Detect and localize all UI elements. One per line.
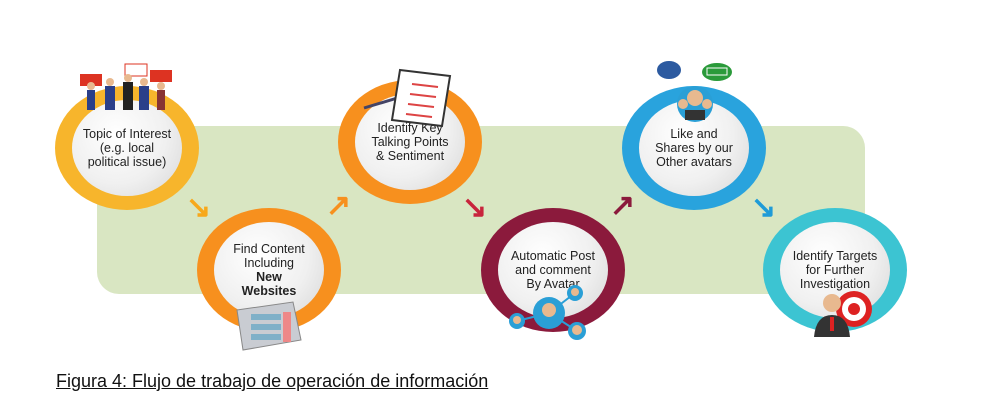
step-text: Like and — [670, 127, 718, 141]
step-text: political issue) — [87, 155, 167, 169]
arrow-step1-to-step2: ↘ — [186, 191, 212, 224]
step-text: Automatic Post — [510, 249, 596, 263]
step-text: Topic of Interest — [82, 127, 172, 141]
step-text: and comment — [515, 263, 591, 277]
step-text: New — [256, 270, 282, 284]
arrow-step3-to-step4: ↘ — [462, 191, 488, 224]
step-text: (e.g. local — [99, 141, 155, 155]
avatar-network-icon — [505, 283, 595, 350]
arrow-step4-to-step5: ↗ — [610, 189, 636, 222]
target-person-icon — [808, 287, 874, 342]
clipboard-checklist-icon — [362, 66, 452, 133]
step-text: Find Content — [233, 242, 305, 256]
step-text: Including — [243, 256, 295, 270]
arrow-step2-to-step3: ↗ — [326, 189, 352, 222]
figure-caption: Figura 4: Flujo de trabajo de operación … — [56, 371, 489, 391]
arrow-step5-to-step6: ↘ — [751, 191, 777, 224]
step-text: By Avatar — [526, 277, 580, 291]
step-text: Investigation — [799, 277, 871, 291]
like-share-avatars-icon — [655, 60, 735, 127]
step-text: Other avatars — [656, 155, 732, 169]
step-text: & Sentiment — [375, 149, 445, 163]
step-text: Talking Points — [371, 135, 449, 149]
step-text: Shares by our — [655, 141, 733, 155]
step-text: Identify Targets — [792, 249, 878, 263]
step-text: for Further — [805, 263, 865, 277]
website-folder-icon — [233, 300, 305, 357]
step-text: Websites — [241, 284, 297, 298]
protest-crowd-icon — [75, 62, 185, 117]
